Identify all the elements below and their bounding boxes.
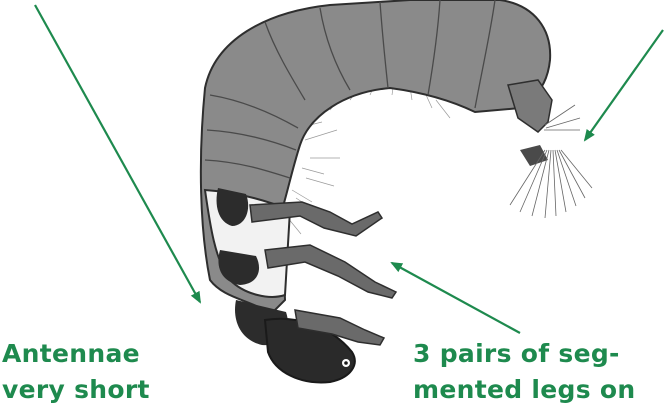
tail-bristles bbox=[508, 80, 592, 218]
larva-body bbox=[201, 0, 550, 382]
legs-pointer-arrow bbox=[392, 263, 520, 333]
antennae-label-line-2: very short bbox=[2, 375, 150, 404]
legs-label-line-1: 3 pairs of seg- bbox=[413, 339, 620, 368]
tail-pointer-arrow bbox=[585, 30, 663, 140]
antennae-label: Antennae very short bbox=[2, 336, 150, 408]
legs-label-line-2: mented legs on bbox=[413, 375, 636, 404]
antennae-pointer-arrow bbox=[35, 5, 200, 302]
antennae-label-line-1: Antennae bbox=[2, 339, 140, 368]
legs-label: 3 pairs of seg- mented legs on bbox=[413, 336, 636, 408]
